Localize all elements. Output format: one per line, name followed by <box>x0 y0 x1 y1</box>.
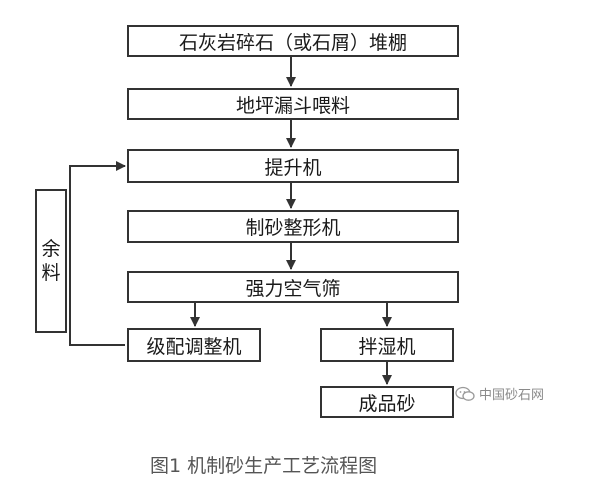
node-finished-sand-label: 成品砂 <box>358 392 416 415</box>
surplus-label-char-2: 料 <box>41 262 61 284</box>
node-stockpile-label: 石灰岩碎石（或石屑）堆棚 <box>178 31 407 54</box>
node-funnel-feeder: 地坪漏斗喂料 <box>127 88 459 120</box>
surplus-label-char-1: 余 <box>41 238 61 260</box>
node-sand-maker: 制砂整形机 <box>127 210 459 243</box>
node-air-screen-label: 强力空气筛 <box>245 277 341 300</box>
node-surplus-material: 余 料 <box>35 189 67 333</box>
node-grading-adjuster: 级配调整机 <box>127 328 261 362</box>
node-funnel-feeder-label: 地坪漏斗喂料 <box>235 94 350 117</box>
node-humidifier: 拌湿机 <box>320 328 454 362</box>
loop-grading-to-elevator <box>69 161 126 346</box>
node-grading-adjuster-label: 级配调整机 <box>146 335 242 358</box>
node-finished-sand: 成品砂 <box>320 386 454 418</box>
node-elevator-label: 提升机 <box>264 156 322 179</box>
wechat-icon <box>455 386 475 401</box>
node-humidifier-label: 拌湿机 <box>358 335 416 358</box>
watermark-text: 中国砂石网 <box>479 388 545 403</box>
figure-caption: 图1 机制砂生产工艺流程图 <box>150 455 378 477</box>
node-stockpile: 石灰岩碎石（或石屑）堆棚 <box>127 25 459 57</box>
watermark: 中国砂石网 <box>455 384 544 403</box>
node-elevator: 提升机 <box>127 149 459 183</box>
node-sand-maker-label: 制砂整形机 <box>245 217 341 239</box>
node-air-screen: 强力空气筛 <box>127 271 459 303</box>
